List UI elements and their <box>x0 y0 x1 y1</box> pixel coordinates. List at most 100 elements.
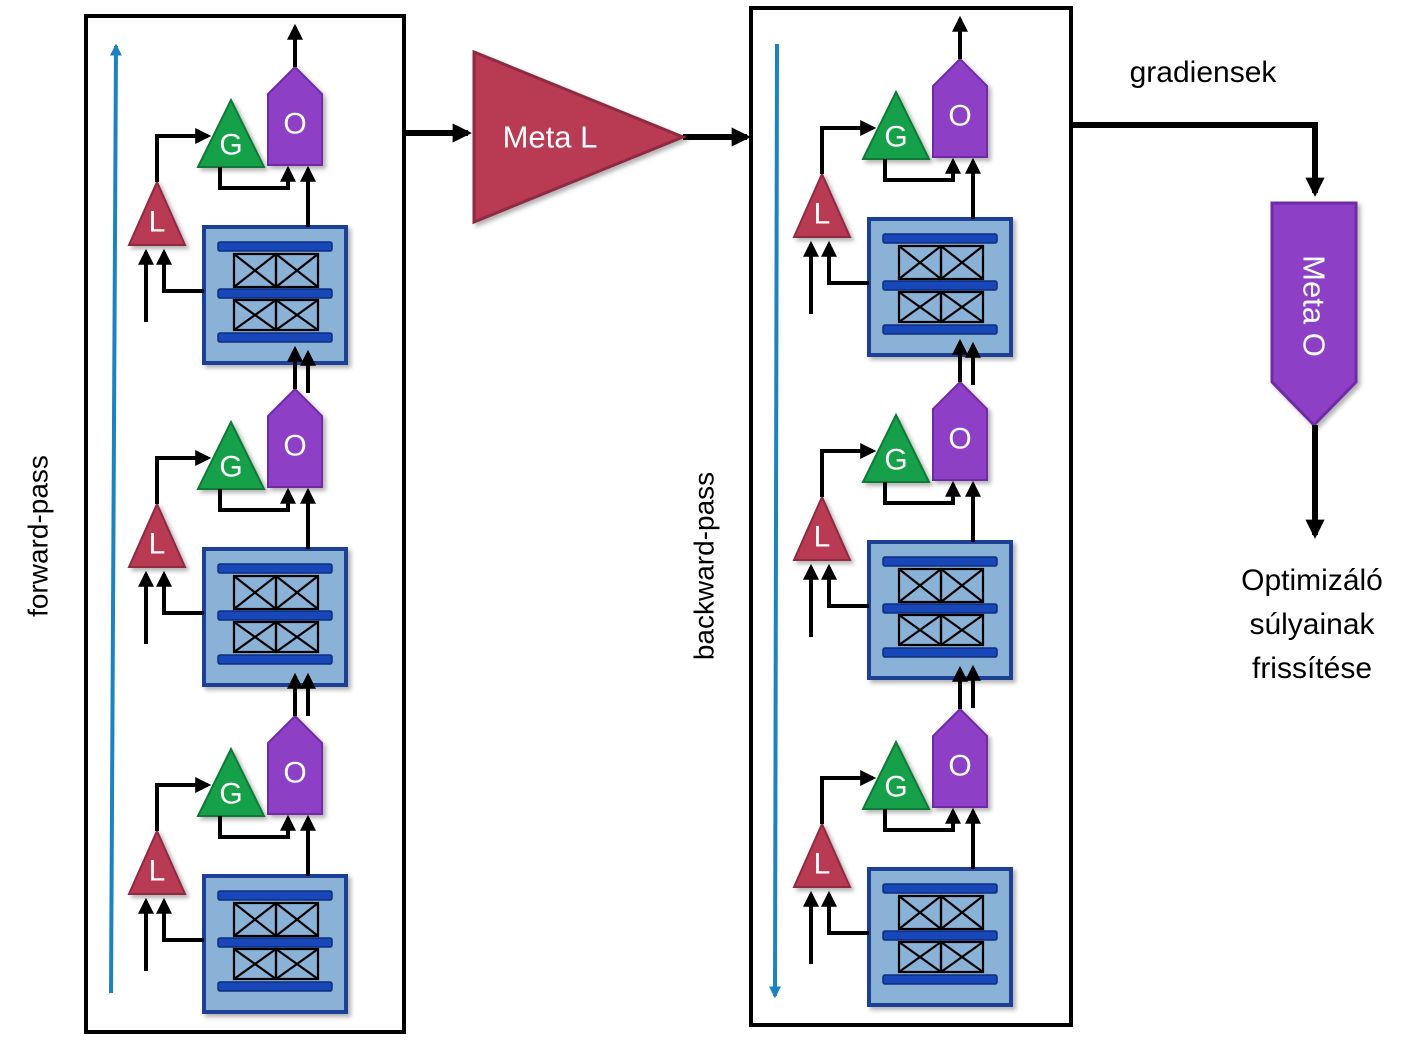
unit: O G L <box>792 665 1013 1007</box>
meta-l-triangle-icon <box>472 49 687 225</box>
network-connection-cell <box>274 901 320 938</box>
loss-block-icon <box>127 828 187 895</box>
gradient-block-label: G <box>219 451 242 484</box>
forward-flow-arrow <box>109 43 122 994</box>
network-connection-line <box>898 941 942 973</box>
network-to-loss-arrow <box>821 563 869 608</box>
gradient-block-icon <box>196 419 266 490</box>
network-connection-line <box>233 621 277 653</box>
optimizer-update-line-2: súlyainak <box>1249 608 1375 641</box>
network-layer-bar <box>217 937 333 948</box>
network-layer-bar <box>217 890 333 901</box>
optimizer-block-label: O <box>948 100 971 133</box>
network-to-loss-arrow <box>156 248 204 293</box>
optimizer-block-icon <box>267 387 323 488</box>
network-connection-line <box>940 568 984 603</box>
network-connection-cell <box>939 940 985 974</box>
loss-block-label: L <box>814 521 831 554</box>
unit: OGL <box>792 15 1013 357</box>
optimizer-block-icon <box>932 57 988 158</box>
network-connection-line <box>233 575 277 610</box>
network-connection-cell <box>939 244 985 281</box>
optimizer-block-icon <box>267 65 323 166</box>
optimizer-block-label: O <box>283 108 306 141</box>
network-connection-cell <box>939 894 985 931</box>
meta-l-label: Meta L <box>503 120 598 155</box>
optimizer-block-icon <box>932 380 988 481</box>
loss-to-gradient-arrow <box>155 128 212 182</box>
gradient-block-label: G <box>219 129 242 162</box>
gradient-block-label: G <box>884 771 907 804</box>
network-connection-line <box>233 253 277 288</box>
network-connection-line <box>275 902 319 937</box>
gradient-to-optimizer-arrow <box>883 157 961 182</box>
meta-o-shape-icon <box>1270 201 1358 428</box>
gradient-block-icon <box>861 739 931 810</box>
network-layer-bar <box>217 610 333 621</box>
network-connection-line <box>275 621 319 653</box>
network-connection-line <box>940 895 984 930</box>
backward-flow-arrow <box>769 43 782 999</box>
optimizer-block-label: O <box>283 430 306 463</box>
network-connection-line <box>898 614 942 646</box>
gradient-to-optimizer-arrow <box>218 487 296 512</box>
network-connection-line <box>898 245 942 280</box>
network-connection-line <box>233 902 277 937</box>
loss-block-label: L <box>149 206 166 239</box>
optimizer-update-line-1: Optimizáló <box>1241 564 1383 597</box>
network-layer-bar <box>882 930 998 941</box>
network-to-loss-arrow <box>156 897 204 942</box>
optimizer-block-icon <box>932 707 988 808</box>
optimizer-block-icon <box>267 714 323 815</box>
network-to-loss-arrow <box>156 570 204 615</box>
loss-block-icon <box>792 821 852 888</box>
loss-to-gradient-arrow <box>820 120 877 174</box>
gradient-block-icon <box>861 412 931 483</box>
network-to-loss-arrow <box>821 890 869 935</box>
network-connection-cell <box>274 574 320 611</box>
meta-o-block: Meta O <box>1270 201 1358 428</box>
loss-block-icon <box>792 494 852 561</box>
gradient-block-icon <box>861 89 931 160</box>
loss-to-gradient-arrow <box>155 450 212 504</box>
forward-pass-label: forward-pass <box>23 455 54 617</box>
network-layer-bar <box>882 647 998 658</box>
network-layer-bar <box>882 603 998 614</box>
network-connection-line <box>233 948 277 980</box>
optimizer-block-label: O <box>948 750 971 783</box>
forward-pass-frame <box>84 14 406 1034</box>
unit: O G L <box>127 23 348 365</box>
network-to-loss-arrow <box>821 240 869 285</box>
network-connection-cell <box>274 298 320 332</box>
loss-block-icon <box>127 501 187 568</box>
network-connection-line <box>275 253 319 288</box>
network-layer-bar <box>217 981 333 992</box>
network-layer-bar <box>217 332 333 343</box>
loss-block-icon <box>792 171 852 238</box>
optimizer-block-label: O <box>948 423 971 456</box>
network-layer-bar <box>882 280 998 291</box>
network-connection-cell <box>939 290 985 324</box>
gradient-block-icon <box>196 97 266 168</box>
gradient-to-optimizer-arrow <box>883 807 961 832</box>
loss-to-gradient-arrow <box>820 770 877 824</box>
loss-block-label: L <box>814 198 831 231</box>
network-connection-line <box>940 941 984 973</box>
gradient-block-icon <box>196 746 266 817</box>
network-connection-cell <box>274 252 320 289</box>
gradient-to-optimizer-arrow <box>218 814 296 839</box>
loss-to-gradient-arrow <box>820 443 877 497</box>
network-connection-line <box>898 895 942 930</box>
network-connection-line <box>275 575 319 610</box>
network-layer-bar <box>882 883 998 894</box>
network-connection-line <box>940 614 984 646</box>
network-layer-bar <box>882 324 998 335</box>
network-connection-line <box>233 299 277 331</box>
loss-block-label: L <box>814 848 831 881</box>
unit: OGL <box>127 672 348 1014</box>
network-connection-cell <box>939 613 985 647</box>
gradients-arrow <box>1071 122 1325 197</box>
loss-block-label: L <box>149 855 166 888</box>
gradient-block-label: G <box>219 778 242 811</box>
